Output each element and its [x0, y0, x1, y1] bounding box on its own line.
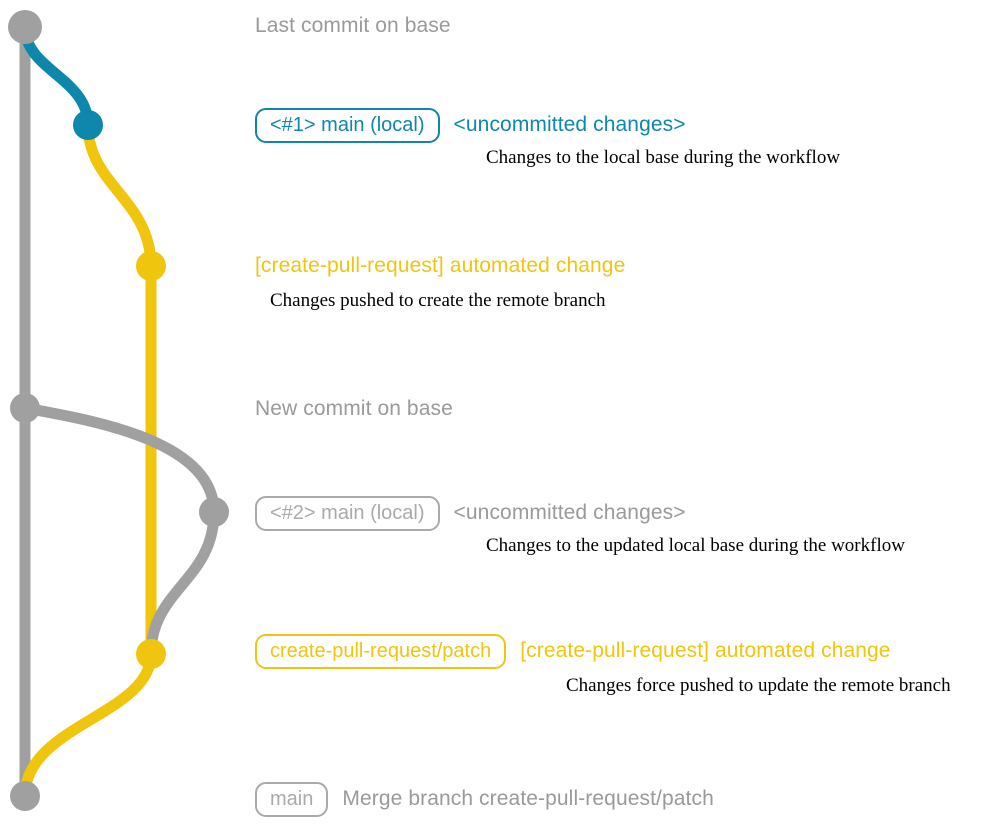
ref-badge-main-local-2[interactable]: <#2> main (local) [255, 496, 440, 531]
commit-node-patch-2[interactable] [136, 639, 166, 669]
entry-new-commit-on-base: New commit on base [255, 397, 453, 421]
edge-local2-to-patch2 [145, 506, 220, 660]
commit-node-base-last[interactable] [8, 10, 42, 44]
edge-patch2-to-merge [19, 648, 157, 802]
commit-subject: [create-pull-request] automated change [520, 639, 891, 662]
commit-node-base-merge[interactable] [10, 781, 40, 811]
commit-note-create: Changes pushed to create the remote bran… [270, 290, 606, 311]
commit-node-patch-1[interactable] [136, 251, 166, 281]
entry-merge-branch: main Merge branch create-pull-request/pa… [255, 782, 714, 817]
entry-last-commit-on-base: Last commit on base [255, 14, 451, 38]
commit-node-local-1[interactable] [73, 110, 103, 140]
entry-local-uncommitted-2: <#2> main (local) <uncommitted changes> [255, 496, 686, 531]
ref-badge-create-pull-request-patch[interactable]: create-pull-request/patch [255, 634, 507, 669]
commit-node-local-2[interactable] [199, 497, 229, 527]
commit-note-local-1: Changes to the local base during the wor… [486, 147, 841, 168]
entry-automated-change-update: create-pull-request/patch [create-pull-r… [255, 634, 891, 669]
edge-local1-to-patch1 [82, 119, 157, 272]
entry-automated-change-create: [create-pull-request] automated change [255, 254, 625, 278]
entry-local-uncommitted-1: <#1> main (local) <uncommitted changes> [255, 108, 686, 143]
commit-caption: Last commit on base [255, 14, 451, 37]
commit-node-base-new[interactable] [10, 393, 40, 423]
commit-subject: <uncommitted changes> [453, 501, 686, 524]
commit-caption: New commit on base [255, 397, 453, 420]
commit-note-update: Changes force pushed to update the remot… [566, 675, 951, 696]
commit-note-local-2: Changes to the updated local base during… [486, 535, 905, 556]
commit-subject: [create-pull-request] automated change [255, 254, 626, 277]
commit-subject: <uncommitted changes> [453, 113, 686, 136]
commit-subject: Merge branch create-pull-request/patch [342, 787, 714, 810]
edge-basenew-to-local2 [19, 402, 220, 518]
edge-base-to-local1 [19, 21, 94, 131]
ref-badge-main-local-1[interactable]: <#1> main (local) [255, 108, 440, 143]
ref-badge-main[interactable]: main [255, 782, 329, 817]
